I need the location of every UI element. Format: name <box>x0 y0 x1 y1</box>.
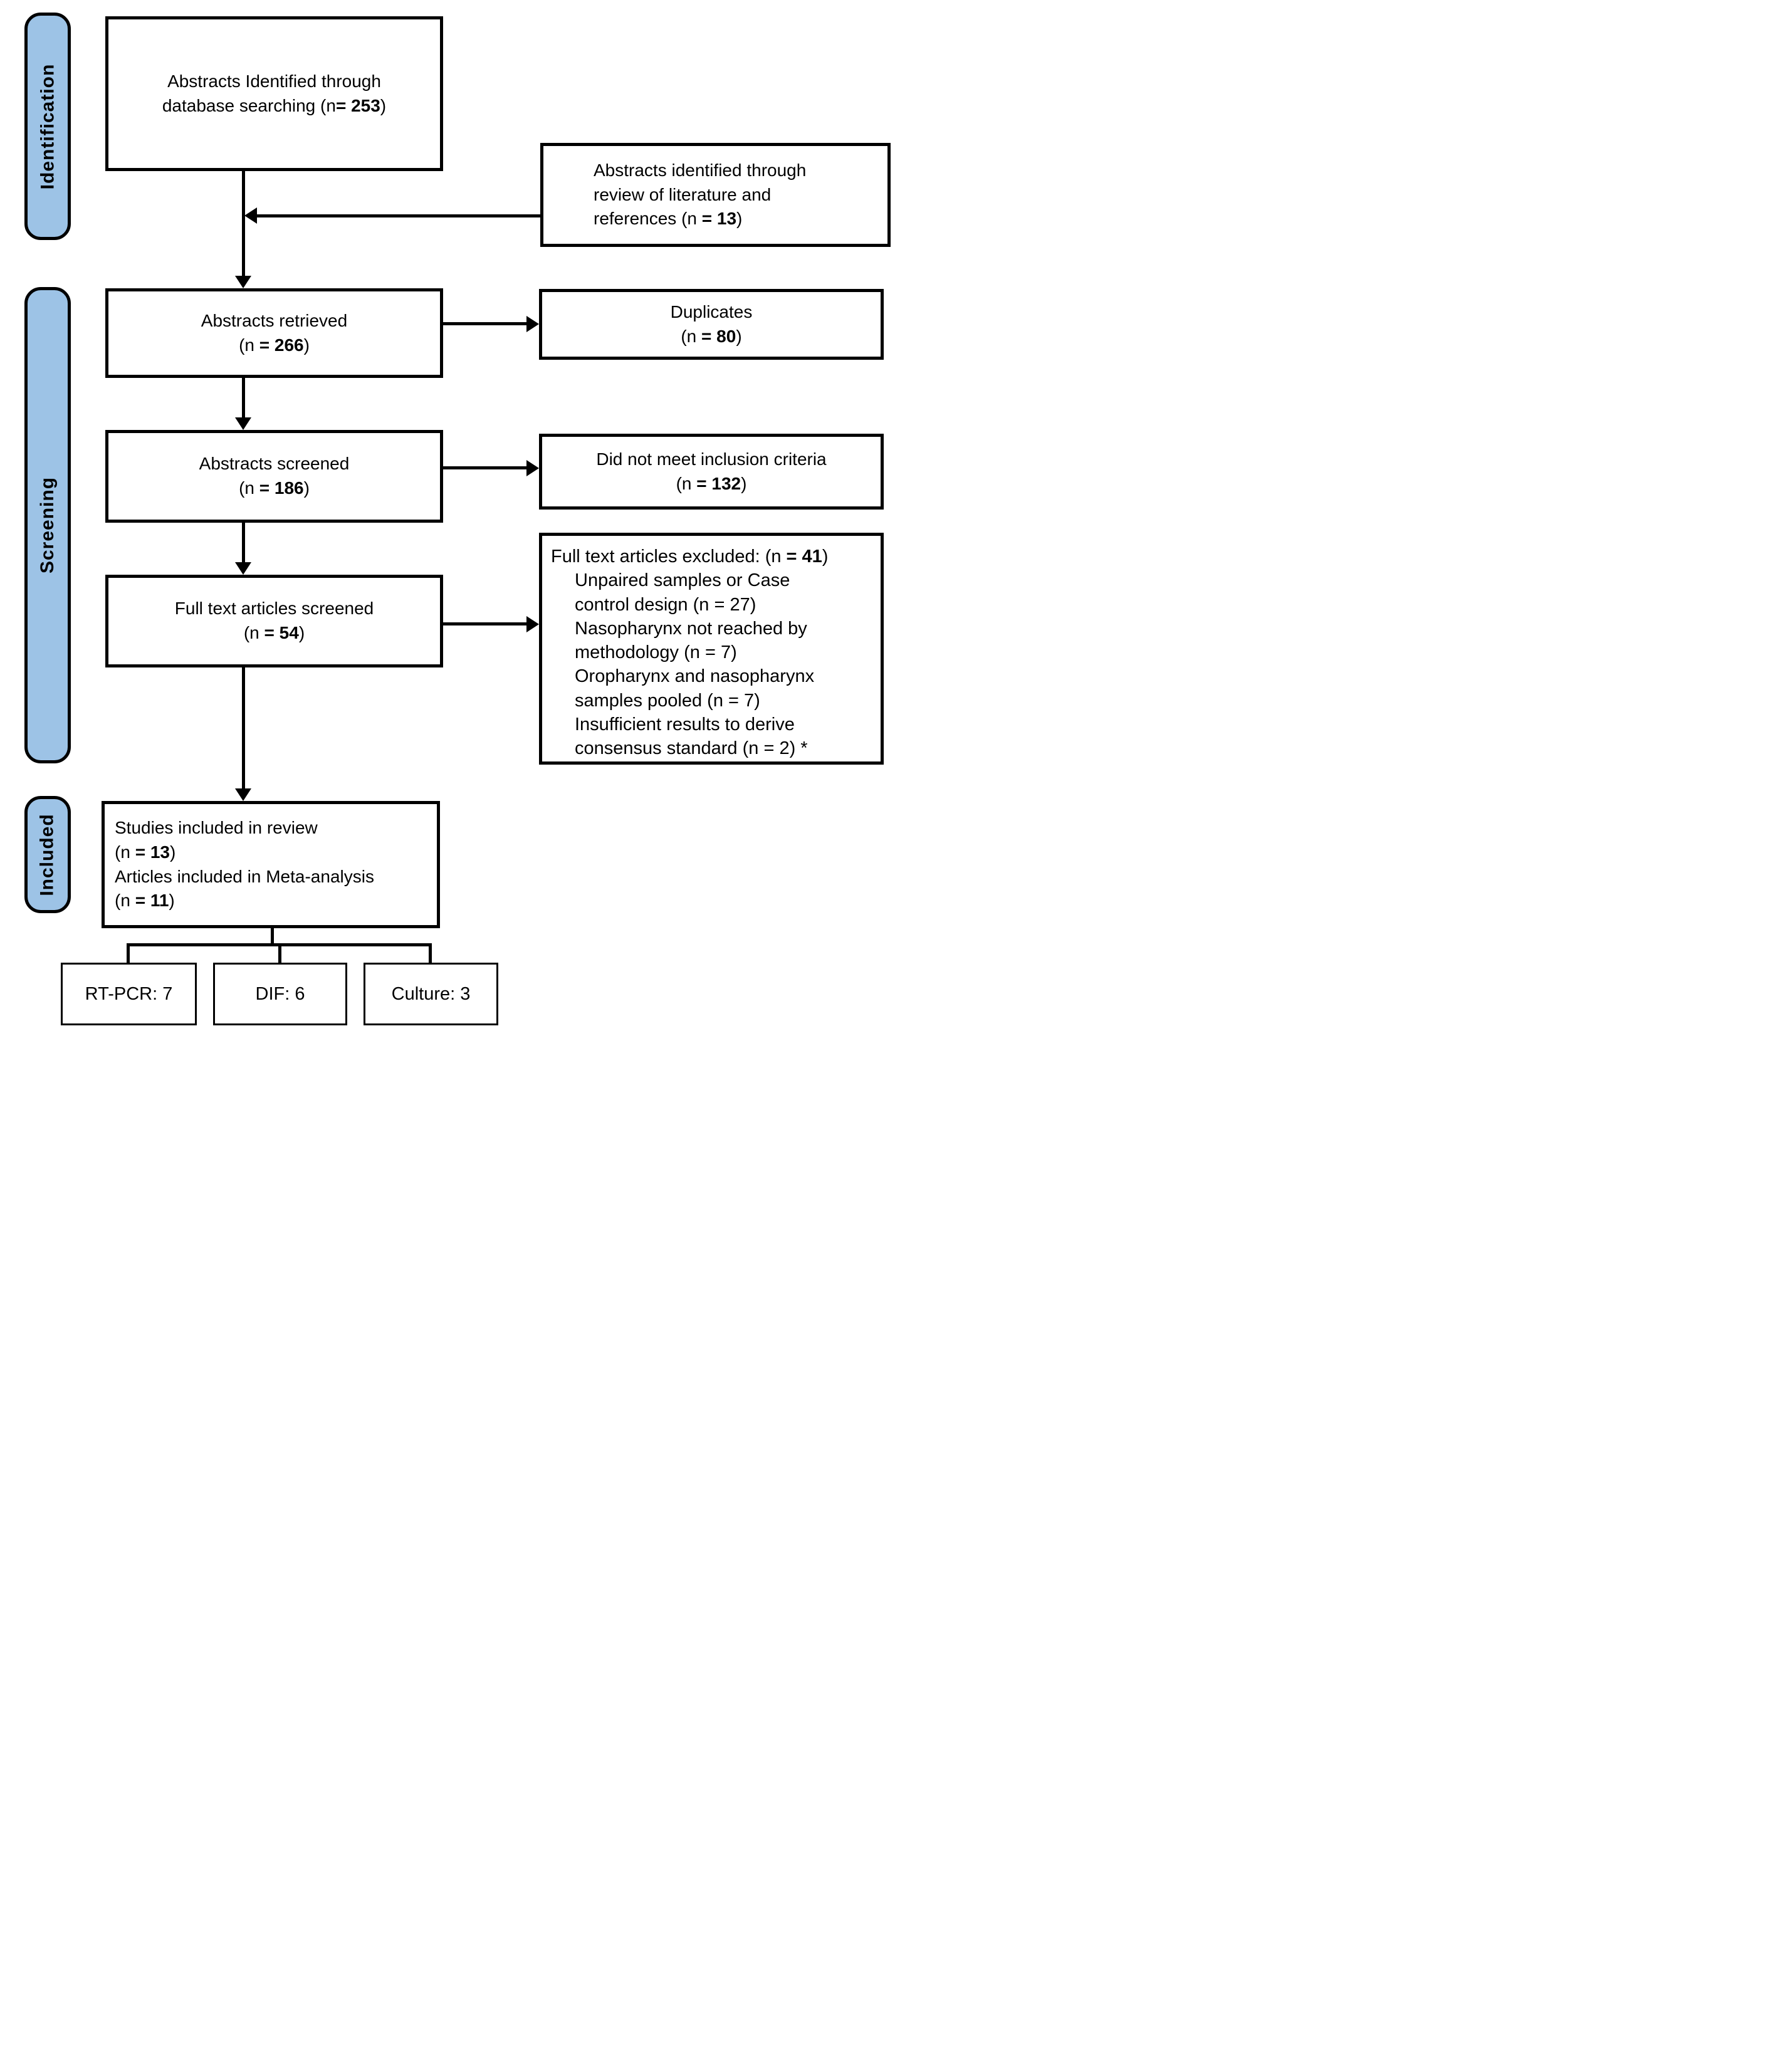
box-culture-label: Culture: 3 <box>391 983 471 1004</box>
box-abstracts-screened: Abstracts screened (n = 186) <box>105 430 443 523</box>
connector-drop-dif <box>278 943 281 963</box>
arrow-down-icon <box>235 788 251 801</box>
box-dif-label: DIF: 6 <box>255 983 305 1004</box>
stage-bar-screening: Screening <box>24 287 71 763</box>
connector-drop-rtpcr <box>127 943 130 963</box>
box-abstracts-retrieved-count: (n = 266) <box>239 335 310 355</box>
connector-screened-to-notmet <box>443 466 526 469</box>
excluded-item-line: Nasopharynx not reached by <box>575 618 807 639</box>
box-literature-review-line2: review of literature and <box>594 184 772 204</box>
box-abstracts-retrieved: Abstracts retrieved (n = 266) <box>105 288 443 378</box>
arrow-left-icon <box>244 207 257 224</box>
box-studies-included-count1: (n = 13) <box>115 842 176 862</box>
connector-drop-culture <box>429 943 432 963</box>
box-database-searching-line2: database searching (n= 253) <box>162 95 387 115</box>
connector-included-stub <box>271 928 274 946</box>
stage-bar-included: Included <box>24 796 71 913</box>
connector-screened-to-fulltext <box>242 523 245 563</box>
box-not-inclusion-count: (n = 132) <box>676 473 747 493</box>
box-duplicates-line1: Duplicates <box>670 301 753 322</box>
stage-label-screening: Screening <box>37 476 58 574</box>
box-database-searching: Abstracts Identified through database se… <box>105 16 443 171</box>
excluded-item-line: Unpaired samples or Case <box>575 570 790 591</box>
connector-litreview-to-flow <box>257 214 540 217</box>
box-literature-review-line3: references (n = 13) <box>594 209 743 229</box>
excluded-item-line: samples pooled (n = 7) <box>575 690 760 711</box>
box-abstracts-screened-line1: Abstracts screened <box>199 454 350 474</box>
box-literature-review-line1: Abstracts identified through <box>594 160 807 181</box>
box-literature-review: Abstracts identified through review of l… <box>540 143 891 247</box>
box-studies-included: Studies included in review (n = 13) Arti… <box>102 801 440 928</box>
box-dif: DIF: 6 <box>213 963 347 1025</box>
excluded-item-line: Insufficient results to derive <box>575 714 795 735</box>
box-abstracts-retrieved-line1: Abstracts retrieved <box>201 310 348 330</box>
box-database-searching-line1: Abstracts Identified through <box>167 71 381 91</box>
excluded-item-line: methodology (n = 7) <box>575 642 737 663</box>
arrow-down-icon <box>235 562 251 575</box>
box-fulltext-excluded-header: Full text articles excluded: (n = 41) <box>551 547 829 567</box>
stage-bar-identification: Identification <box>24 13 71 240</box>
box-fulltext-excluded: Full text articles excluded: (n = 41) Un… <box>539 533 884 765</box>
stage-label-included: Included <box>37 813 58 896</box>
box-duplicates-count: (n = 80) <box>681 326 742 346</box>
box-not-inclusion-line1: Did not meet inclusion criteria <box>596 449 827 469</box>
connector-fulltext-to-included <box>242 667 245 790</box>
box-duplicates: Duplicates (n = 80) <box>539 289 884 360</box>
connector-retrieved-to-duplicates <box>443 322 526 325</box>
box-fulltext-screened: Full text articles screened (n = 54) <box>105 575 443 667</box>
box-not-inclusion-criteria: Did not meet inclusion criteria (n = 132… <box>539 434 884 510</box>
connector-retrieved-to-screened <box>242 378 245 419</box>
box-rtpcr: RT-PCR: 7 <box>61 963 197 1025</box>
arrow-down-icon <box>235 276 251 288</box>
box-fulltext-screened-count: (n = 54) <box>243 623 305 642</box>
excluded-item-line: consensus standard (n = 2) * <box>575 738 808 759</box>
stage-label-identification: Identification <box>37 63 58 189</box>
excluded-item-line: Oropharynx and nasopharynx <box>575 666 815 687</box>
connector-dbsearch-to-retrieved <box>242 171 245 277</box>
arrow-right-icon <box>526 316 539 332</box>
prisma-flow-diagram: Identification Screening Included Abstra… <box>0 0 895 1036</box>
box-rtpcr-label: RT-PCR: 7 <box>85 983 173 1004</box>
box-abstracts-screened-count: (n = 186) <box>239 478 310 498</box>
connector-fulltext-to-excluded <box>443 622 526 625</box>
excluded-item-line: control design (n = 27) <box>575 594 756 615</box>
arrow-right-icon <box>526 616 539 632</box>
box-studies-included-line1: Studies included in review <box>115 818 318 838</box>
box-culture: Culture: 3 <box>364 963 498 1025</box>
box-studies-included-count2: (n = 11) <box>115 891 175 911</box>
box-fulltext-screened-line1: Full text articles screened <box>174 599 374 619</box>
box-studies-included-line3: Articles included in Meta-analysis <box>115 866 374 886</box>
arrow-right-icon <box>526 460 539 476</box>
arrow-down-icon <box>235 417 251 430</box>
